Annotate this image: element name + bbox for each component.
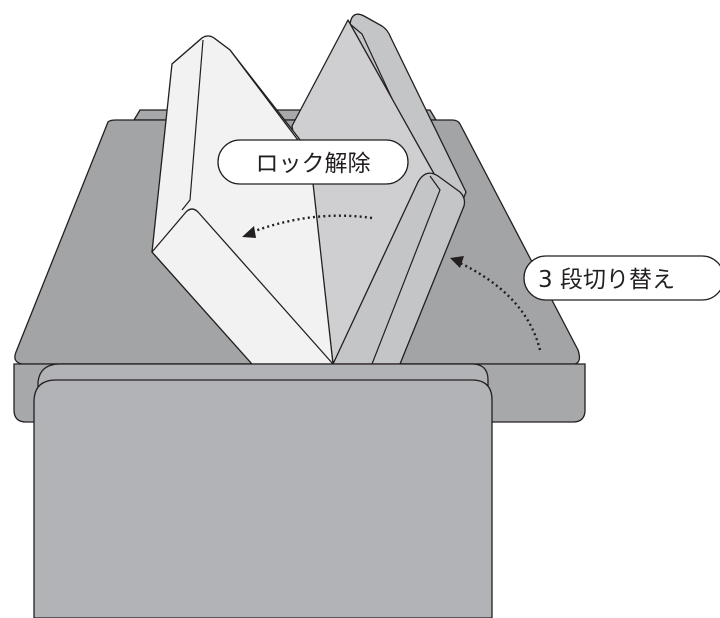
front-right-panel-edge [371,175,441,365]
arrow-up-icon [450,256,464,268]
front-right-panel [332,172,466,365]
white-panel-bevel [181,39,204,211]
arrow-left-icon [242,226,256,238]
dotted-arrow-up [457,260,542,351]
front-cushion [33,379,493,618]
three-step-callout: 3 段切り替え [523,255,720,301]
lock-release-label: ロック解除 [256,151,371,177]
white-panel-foot [151,208,334,365]
three-step-label: 3 段切り替え [538,267,675,293]
lock-release-callout: ロック解除 [217,139,409,185]
